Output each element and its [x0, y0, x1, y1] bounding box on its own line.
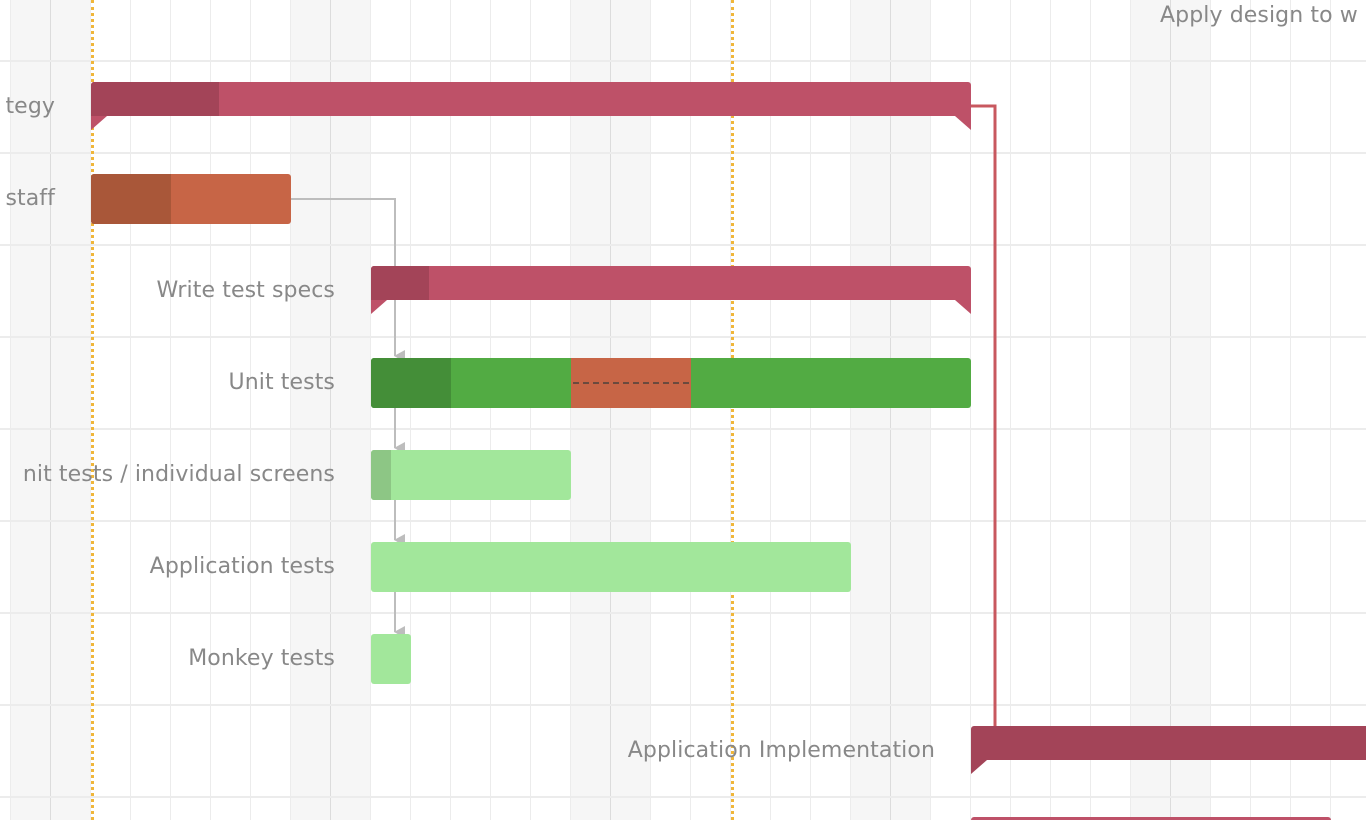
task-bar-strategy-fill: [91, 82, 971, 116]
row-divider: [0, 152, 1366, 154]
day-grid-line: [50, 0, 51, 820]
day-grid-line: [970, 0, 971, 820]
current-date-line: [731, 0, 734, 820]
task-bar-unit-tests[interactable]: [371, 358, 971, 408]
day-grid-line: [210, 0, 211, 820]
break-dashed-line: [573, 382, 689, 384]
task-bar-individual-screens-fill: [371, 450, 571, 500]
day-grid-line: [1090, 0, 1091, 820]
row-divider: [0, 704, 1366, 706]
day-grid-line: [570, 0, 571, 820]
day-grid-line: [690, 0, 691, 820]
task-bar-write-test-specs-progress: [371, 266, 429, 300]
row-divider: [0, 796, 1366, 798]
task-bar-individual-screens-progress: [371, 450, 391, 500]
task-label-individual-screens[interactable]: nit tests / individual screens: [22, 462, 335, 487]
day-grid-line: [1330, 0, 1331, 820]
day-grid-line: [490, 0, 491, 820]
task-bar-write-test-specs-fill: [371, 266, 971, 300]
row-divider: [0, 336, 1366, 338]
day-grid-line: [530, 0, 531, 820]
dependency-staff-to-unit: [291, 198, 405, 362]
task-bar-monkey-tests[interactable]: [371, 634, 411, 684]
day-grid-line: [1010, 0, 1011, 820]
day-grid-line: [90, 0, 91, 820]
day-grid-line: [850, 0, 851, 820]
day-grid-line: [650, 0, 651, 820]
task-label-write-test-specs[interactable]: Write test specs: [156, 278, 335, 303]
day-grid-line: [1050, 0, 1051, 820]
task-label-strategy[interactable]: tegy: [5, 94, 55, 119]
dependency-strategy-to-implementation: [971, 104, 997, 728]
current-date-line: [91, 0, 94, 820]
task-bar-strategy-progress: [91, 82, 219, 116]
task-bar-next-row[interactable]: [971, 817, 1331, 820]
task-label-application-tests[interactable]: Application tests: [149, 554, 335, 579]
day-grid-line: [610, 0, 611, 820]
task-bar-application-implementation[interactable]: [971, 726, 1366, 774]
task-label-monkey-tests[interactable]: Monkey tests: [188, 646, 335, 671]
task-bar-individual-screens[interactable]: [371, 450, 571, 500]
day-grid-line: [1290, 0, 1291, 820]
day-grid-line: [1130, 0, 1131, 820]
task-bar-application-implementation-fill: [971, 726, 1366, 760]
group-bar-left-notch: [971, 760, 987, 774]
day-grid-line: [450, 0, 451, 820]
day-grid-line: [810, 0, 811, 820]
day-grid-line: [730, 0, 731, 820]
task-bar-unit-tests-progress: [371, 358, 451, 408]
row-divider: [0, 244, 1366, 246]
day-grid-line: [770, 0, 771, 820]
row-divider: [0, 520, 1366, 522]
group-bar-left-notch: [371, 300, 387, 314]
day-grid-line: [1210, 0, 1211, 820]
group-bar-left-notch: [91, 116, 107, 130]
row-divider: [0, 60, 1366, 62]
group-bar-right-notch: [955, 300, 971, 314]
day-grid-line: [170, 0, 171, 820]
task-bar-application-tests[interactable]: [371, 542, 851, 592]
task-label-unit-tests[interactable]: Unit tests: [228, 370, 335, 395]
task-bar-write-test-specs[interactable]: [371, 266, 971, 314]
task-bar-unit-tests-break: [571, 358, 691, 408]
task-label-application-implementation[interactable]: Application Implementation: [627, 738, 935, 763]
day-grid-line: [330, 0, 331, 820]
day-grid-line: [10, 0, 11, 820]
task-label-staff[interactable]: staff: [5, 186, 55, 211]
day-grid-line: [370, 0, 371, 820]
task-bar-staff[interactable]: [91, 174, 291, 224]
task-label-apply-design[interactable]: Apply design to w: [1160, 3, 1358, 28]
group-bar-right-notch: [955, 116, 971, 130]
task-bar-strategy[interactable]: [91, 82, 971, 130]
day-grid-line: [410, 0, 411, 820]
day-grid-line: [890, 0, 891, 820]
day-grid-line: [930, 0, 931, 820]
day-grid-line: [130, 0, 131, 820]
day-grid-line: [1250, 0, 1251, 820]
day-grid-line: [290, 0, 291, 820]
task-bar-staff-progress: [91, 174, 171, 224]
row-divider: [0, 428, 1366, 430]
row-divider: [0, 612, 1366, 614]
day-grid-line: [1170, 0, 1171, 820]
day-grid-line: [250, 0, 251, 820]
